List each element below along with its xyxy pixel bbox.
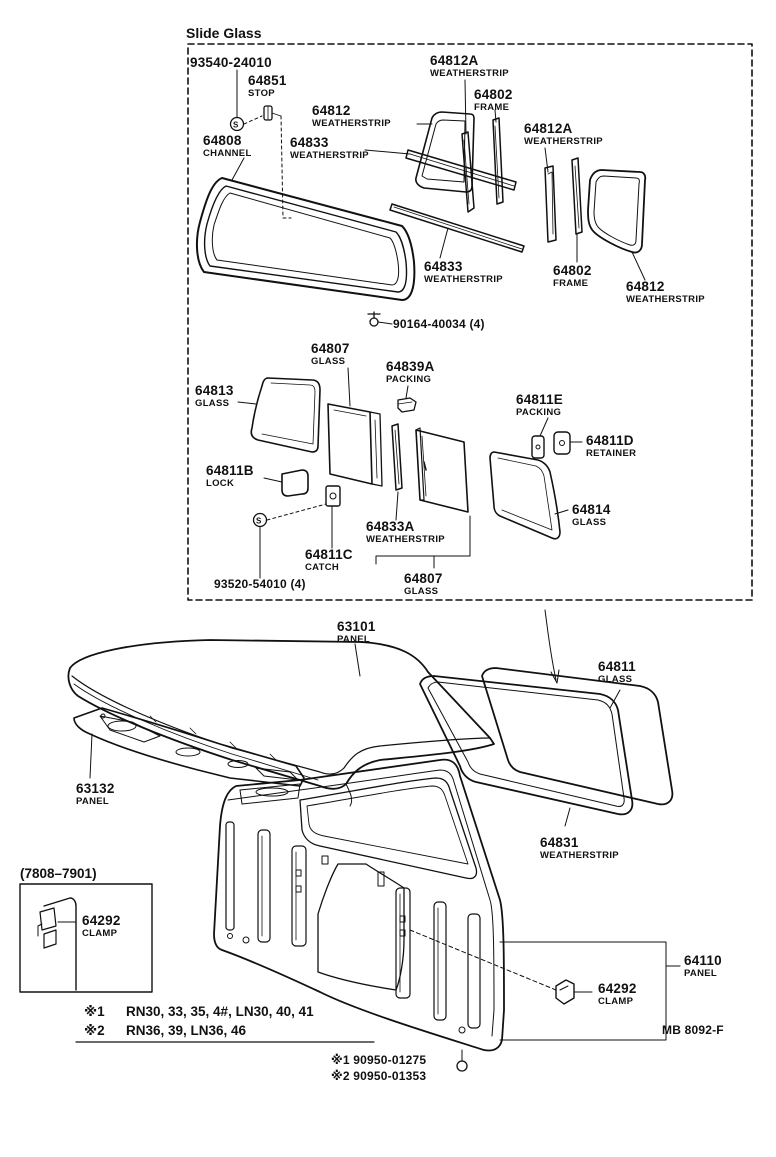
part-label-64811C: 64811C CATCH	[305, 547, 353, 573]
part-label-64851: 64851 STOP	[248, 73, 287, 99]
drawing-code: MB 8092-F	[662, 1023, 724, 1037]
section-title: Slide Glass	[186, 25, 262, 41]
screw-code-1: ※1 90950-01275	[331, 1053, 427, 1067]
part-label-64812A-upper: 64812A WEATHERSTRIP	[430, 53, 509, 79]
part-label-63132: 63132 PANEL	[76, 781, 115, 807]
leader-lines-top	[232, 80, 645, 280]
weatherstrip-64833A	[392, 424, 402, 490]
weatherstrip-64812A-upper	[462, 118, 503, 212]
part-label-64812A-right: 64812A WEATHERSTRIP	[524, 121, 603, 147]
glass-64807-lower	[416, 428, 468, 512]
part-label-64292-inset: 64292 CLAMP	[82, 913, 121, 939]
weatherstrip-64831	[420, 676, 632, 814]
part-label-64811B: 64811B LOCK	[206, 463, 254, 489]
note-mark-1: ※1	[84, 1004, 105, 1019]
weatherstrip-64833-lower	[390, 204, 524, 252]
part-label-64812-right: 64812 WEATHERSTRIP	[626, 279, 705, 305]
part-label-64808: 64808 CHANNEL	[203, 133, 252, 159]
inset-title: (7808–7901)	[20, 866, 97, 881]
part-label-64833-upper: 64833 WEATHERSTRIP	[290, 135, 369, 161]
svg-text:S: S	[256, 517, 262, 526]
retainer-64811D	[554, 432, 570, 454]
glass-64807-upper	[328, 404, 382, 486]
part-label-64811: 64811 GLASS	[598, 659, 636, 685]
part-label-64110: 64110 PANEL	[684, 953, 722, 979]
part-label-64807-upper: 64807 GLASS	[311, 341, 350, 367]
note-mark-2: ※2	[84, 1023, 105, 1038]
screw-symbol-93520	[254, 504, 327, 578]
part-label-64831: 64831 WEATHERSTRIP	[540, 835, 619, 861]
part-label-64839A: 64839A PACKING	[386, 359, 435, 385]
part-label-64802-upper: 64802 FRAME	[474, 87, 513, 113]
slide-glass-dashed-border	[188, 44, 752, 600]
note-text-2: RN36, 39, LN36, 46	[126, 1023, 247, 1038]
screw-code-2: ※2 90950-01353	[331, 1069, 427, 1083]
leader-lines-main	[90, 644, 680, 1040]
leader-lines-box-lower	[238, 368, 582, 568]
part-label-93540: 93540-24010	[190, 55, 272, 70]
part-label-64833-lower: 64833 WEATHERSTRIP	[424, 259, 503, 285]
weatherstrip-64812-right	[588, 170, 645, 253]
part-label-64813: 64813 GLASS	[195, 383, 234, 409]
lock-64811B	[282, 470, 308, 496]
panel-63132	[74, 708, 304, 786]
note-text-1: RN30, 33, 35, 4#, LN30, 40, 41	[126, 1004, 314, 1019]
svg-text:S: S	[233, 121, 239, 130]
part-label-63101: 63101 PANEL	[337, 619, 376, 645]
glass-64811	[482, 668, 672, 804]
weatherstrip-64812A-right	[545, 166, 556, 242]
roof-panel-63101	[68, 640, 494, 806]
screw-bottom	[457, 1050, 467, 1071]
back-panel-64110	[214, 760, 504, 1051]
inset-box	[20, 884, 152, 992]
part-label-64833A: 64833A WEATHERSTRIP	[366, 519, 445, 545]
glass-64814	[490, 452, 560, 539]
part-label-64802-lower: 64802 FRAME	[553, 263, 592, 289]
catch-64811C	[326, 486, 340, 506]
part-label-90164: 90164-40034 (4)	[393, 317, 485, 331]
part-label-64292-right: 64292 CLAMP	[598, 981, 637, 1007]
glass-64813	[251, 378, 320, 452]
part-label-64811E: 64811E PACKING	[516, 392, 563, 418]
channel-frame-64808	[197, 178, 414, 300]
screw-symbol-93540	[231, 70, 263, 131]
part-label-64807-lower: 64807 GLASS	[404, 571, 443, 597]
bolt-90164	[368, 312, 392, 326]
frame-64802-right	[572, 158, 582, 234]
part-label-64812-upper: 64812 WEATHERSTRIP	[312, 103, 391, 129]
stop-64851	[264, 106, 291, 218]
clamp-64292-right	[410, 930, 574, 1004]
part-label-93520: 93520-54010 (4)	[214, 577, 306, 591]
arrow-down	[545, 610, 559, 683]
part-label-64811D: 64811D RETAINER	[586, 433, 637, 459]
part-label-64814: 64814 GLASS	[572, 502, 611, 528]
packing-64839A	[398, 398, 416, 412]
packing-64811E	[532, 436, 544, 458]
weatherstrip-64833-upper	[406, 150, 516, 190]
